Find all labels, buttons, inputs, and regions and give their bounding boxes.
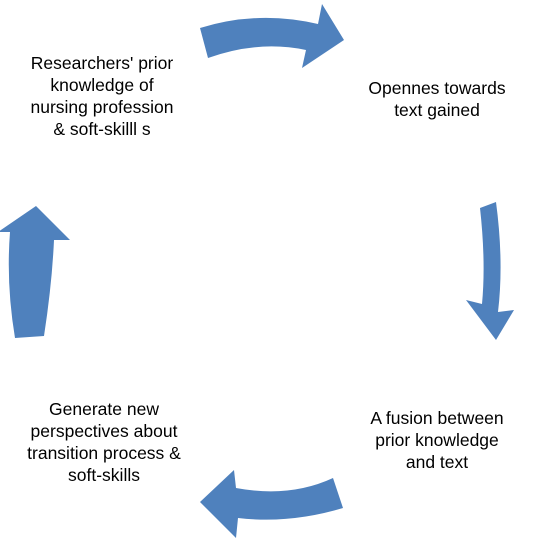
node-line: knowledge of: [50, 75, 154, 95]
arrow-top: [200, 4, 344, 68]
node-researchers-prior-knowledge: Researchers' prior knowledge of nursing …: [0, 52, 204, 140]
arrow-right: [466, 202, 514, 340]
arrow-bottom: [200, 470, 343, 538]
node-fusion-prior-knowledge-text: A fusion between prior knowledge and tex…: [336, 407, 538, 473]
node-openness-towards-text: Opennes towards text gained: [338, 77, 536, 121]
node-line: Generate new: [49, 399, 159, 419]
node-line: and text: [405, 452, 469, 472]
node-line: perspectives about: [30, 421, 178, 441]
arrow-left: [0, 206, 70, 338]
node-line: Researchers' prior: [30, 53, 174, 73]
node-line: A fusion between: [370, 408, 504, 428]
node-line: transition process &: [27, 443, 181, 463]
node-line: & soft-skilll s: [53, 119, 151, 139]
node-line: soft-skills: [68, 465, 140, 485]
node-generate-new-perspectives: Generate new perspectives about transiti…: [0, 398, 208, 486]
node-line: text gained: [394, 100, 480, 120]
node-line: prior knowledge: [375, 430, 499, 450]
node-line: Opennes towards: [368, 78, 506, 98]
node-line: nursing profession: [30, 97, 174, 117]
